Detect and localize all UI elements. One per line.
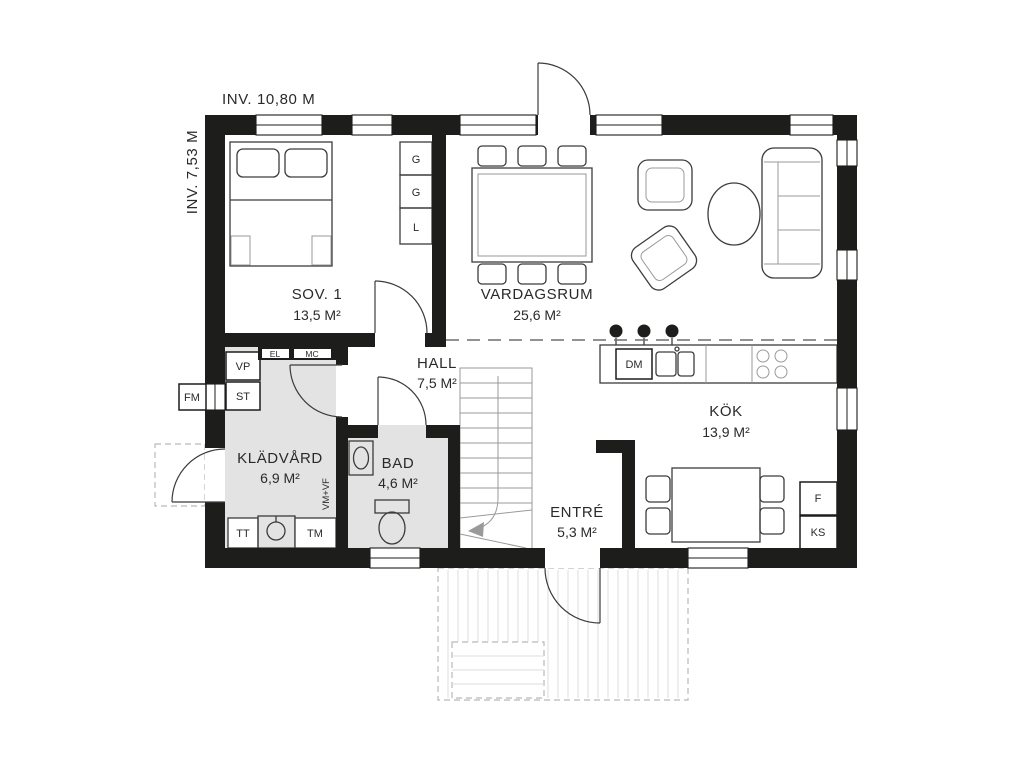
window-right-sofa — [836, 249, 858, 281]
vp-label: VP — [236, 361, 251, 373]
room-label-hall: HALL — [417, 355, 457, 372]
dimension-left: INV. 7,53 M — [184, 130, 201, 214]
closet-label-g1: G — [412, 154, 421, 166]
room-area-vardagsrum: 25,6 M² — [513, 307, 561, 323]
armchair-1 — [637, 159, 693, 211]
room-area-kok: 13,9 M² — [702, 424, 750, 440]
kitchen-sink — [655, 346, 695, 377]
fm-label: FM — [184, 392, 200, 404]
bar-stools — [609, 324, 679, 345]
water-heater-unit — [225, 381, 261, 411]
fridge-freezer — [799, 515, 838, 550]
window-left-fm — [204, 383, 226, 411]
dm-label: DM — [625, 359, 642, 371]
tt-label: TT — [236, 528, 250, 540]
ks-label: KS — [811, 527, 826, 539]
st-label: ST — [236, 391, 250, 403]
dishwasher — [615, 348, 653, 380]
sov1-door — [374, 280, 428, 334]
room-area-sov1: 13,5 M² — [293, 307, 341, 323]
room-label-kladvard: KLÄDVÅRD — [237, 450, 323, 467]
room-label-entre: ENTRÉ — [550, 504, 604, 521]
armchair-2 — [630, 225, 698, 291]
cooktop — [756, 349, 788, 379]
kladvard-door — [289, 364, 343, 418]
closet-units: G G L — [399, 141, 433, 245]
front-door — [544, 567, 601, 624]
coffee-table — [707, 182, 761, 246]
closet-label-g2: G — [412, 187, 421, 199]
deck — [437, 567, 689, 701]
laundry-fixtures — [225, 351, 337, 549]
doors — [171, 62, 601, 624]
fm-unit — [178, 383, 207, 411]
window-sov1-2 — [351, 114, 393, 136]
room-label-bad: BAD — [382, 455, 415, 472]
window-top-right — [789, 114, 834, 136]
window-kitchen — [836, 387, 858, 431]
bad-door — [377, 376, 427, 426]
terrace-door — [537, 62, 591, 116]
stairs-arrow — [468, 522, 484, 537]
dryer — [227, 517, 259, 549]
toilet — [374, 499, 410, 545]
side-exterior-door — [171, 448, 226, 503]
el-mc-panels: EL MC — [262, 349, 331, 359]
bed — [229, 141, 333, 267]
shaded-rooms — [225, 347, 448, 548]
window-bad — [369, 547, 421, 569]
mc-panel-label: MC — [305, 349, 318, 359]
window-vardagsrum-right — [595, 114, 663, 136]
room-area-entre: 5,3 M² — [557, 524, 597, 540]
el-panel-label: EL — [270, 349, 281, 359]
deck-planks — [447, 570, 679, 698]
deck-step-treads — [452, 655, 544, 685]
tm-label: TM — [307, 528, 323, 540]
dining-table-group — [471, 145, 593, 285]
closet-label-l: L — [413, 222, 419, 234]
kitchen-counter — [599, 344, 838, 384]
dimension-top: INV. 10,80 M — [222, 91, 315, 108]
window-right-upper — [836, 139, 858, 167]
room-area-hall: 7,5 M² — [417, 375, 457, 391]
bathroom-sink — [348, 440, 374, 476]
room-label-kok: KÖK — [709, 402, 742, 420]
room-area-kladvard: 6,9 M² — [260, 470, 300, 486]
vm-vf-label: VM+VF — [321, 478, 332, 510]
front-door-opening — [545, 548, 600, 568]
heat-pump-unit — [225, 351, 261, 381]
stairs — [459, 367, 533, 549]
room-label-vardagsrum: VARDAGSRUM — [481, 286, 593, 303]
f-label: F — [815, 493, 822, 505]
stairs-walk-line — [479, 376, 499, 529]
window-vardagsrum-left — [459, 114, 537, 136]
windows — [204, 114, 858, 569]
labels: INV. 10,80 M INV. 7,53 M SOV. 1 13,5 M² … — [184, 91, 825, 540]
window-sov1 — [255, 114, 323, 136]
sofa — [761, 147, 823, 279]
room-area-bad: 4,6 M² — [378, 475, 418, 491]
room-label-sov1: SOV. 1 — [292, 286, 343, 303]
side-entrance-landing — [154, 443, 206, 507]
room-bad-floor — [348, 425, 448, 548]
side-door-opening — [205, 448, 225, 502]
kitchen-table-group — [645, 467, 785, 543]
terrace-door-opening — [538, 115, 590, 135]
window-kitchen-bottom — [687, 547, 749, 569]
